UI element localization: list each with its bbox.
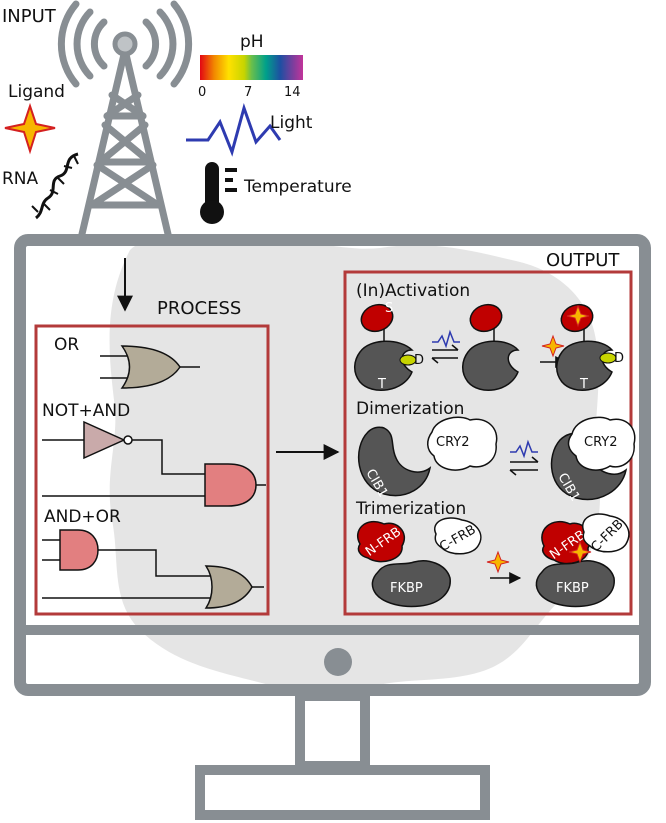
and-or-gate-icon [42, 529, 264, 609]
trimerization-title: Trimerization [355, 499, 466, 519]
process-title: PROCESS [157, 298, 241, 319]
antenna-tower-icon [57, 0, 193, 238]
rna-bases-icon [31, 155, 79, 213]
rna-strand-icon [34, 152, 79, 220]
bound-ligand-star-icon [566, 304, 590, 328]
gate-or-label: OR [54, 335, 79, 355]
letter-t-1: T [377, 377, 386, 392]
activation-state-2 [462, 303, 520, 391]
equilibrium-arrows-2 [509, 456, 539, 476]
output-title: OUTPUT [546, 250, 620, 271]
process-box [34, 324, 270, 616]
ph-tick-7: 7 [244, 85, 252, 100]
monitor-bezel [14, 234, 651, 696]
or-gate-icon [100, 345, 200, 389]
equilibrium-arrows-1 [431, 344, 459, 364]
rna-label: RNA [2, 169, 39, 189]
thermometer-icon [200, 162, 237, 224]
monitor-power-button [324, 648, 352, 676]
light-wave-small-1 [432, 329, 460, 349]
fkbp-label-2: FKBP [556, 581, 589, 596]
letter-d-1: D [414, 353, 424, 368]
ph-label: pH [240, 32, 264, 52]
letter-s-1: S [385, 301, 393, 316]
trimer-state-2: N-FRB C-FRB FKBP [535, 513, 630, 608]
activation-state-1: S D T [354, 301, 424, 392]
dimerization-title: Dimerization [356, 399, 464, 419]
not-and-gate-icon [42, 420, 266, 507]
light-label: Light [270, 113, 313, 133]
letter-t-3: T [579, 377, 588, 392]
dimer-state-2: CIB1 CRY2 [550, 416, 636, 504]
temperature-label: Temperature [243, 177, 352, 197]
light-wave-icon [186, 102, 282, 157]
cry2-label-2: CRY2 [584, 435, 618, 450]
activation-state-3: D T [556, 303, 624, 392]
gate-and-or-label: AND+OR [44, 507, 121, 527]
ligand-star-small-2 [486, 550, 510, 574]
activation-title: (In)Activation [356, 281, 470, 301]
gate-not-and-label: NOT+AND [42, 401, 130, 421]
ph-tick-0: 0 [198, 85, 206, 100]
ligand-star-small-1 [541, 334, 565, 358]
bound-ligand-star-icon-2 [568, 540, 592, 564]
monitor-neck [295, 691, 370, 771]
trimer-state-1: N-FRB C-FRB FKBP [357, 517, 482, 608]
fkbp-label-1: FKBP [390, 581, 423, 596]
computer-monitor [14, 234, 651, 820]
monitor-stand-base [195, 765, 490, 820]
ph-tick-14: 14 [284, 85, 301, 100]
input-title: INPUT [2, 6, 57, 27]
ph-color-scale [200, 55, 303, 80]
ligand-label: Ligand [8, 82, 65, 102]
cry2-label-1: CRY2 [436, 435, 470, 450]
letter-d-3: D [614, 351, 624, 366]
light-wave-small-2 [510, 439, 538, 459]
ligand-star-icon [4, 102, 56, 155]
